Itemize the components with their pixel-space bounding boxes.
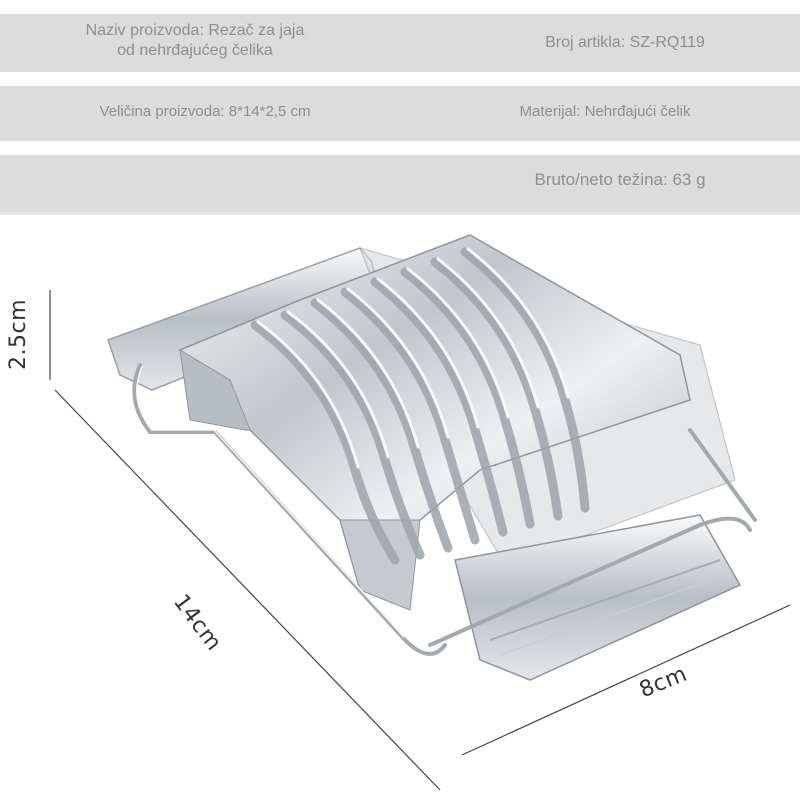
spec-row-2: Veličina proizvoda: 8*14*2,5 cm Materija… (0, 86, 800, 141)
egg-slicer-illustration (49, 234, 791, 791)
wire-frame (132, 363, 757, 656)
wire-frame-highlight (136, 366, 405, 638)
spec-row-1: Naziv proizvoda: Rezač za jaja od nehrđa… (0, 14, 800, 72)
article-number: Broj artikla: SZ-RQ119 (545, 34, 705, 51)
slicer-lid (454, 514, 742, 681)
width-dimension-line (461, 604, 791, 756)
spec-table: Naziv proizvoda: Rezač za jaja od nehrđa… (0, 0, 800, 215)
product-name: Naziv proizvoda: Rezač za jaja od nehrđa… (85, 22, 305, 59)
product-size: Veličina proizvoda: 8*14*2,5 cm (99, 103, 311, 120)
blade-highlights (256, 247, 570, 469)
weight: Bruto/neto težina: 63 g (534, 170, 706, 189)
height-label: 2.5cm (6, 298, 31, 370)
slicer-blades (250, 247, 590, 565)
spec-row-3: Bruto/neto težina: 63 g (0, 155, 800, 215)
material: Materijal: Nehrđajući čelik (519, 103, 691, 120)
dimension-lines (49, 290, 791, 791)
product-photo (0, 215, 800, 800)
length-dimension-line (54, 389, 441, 791)
